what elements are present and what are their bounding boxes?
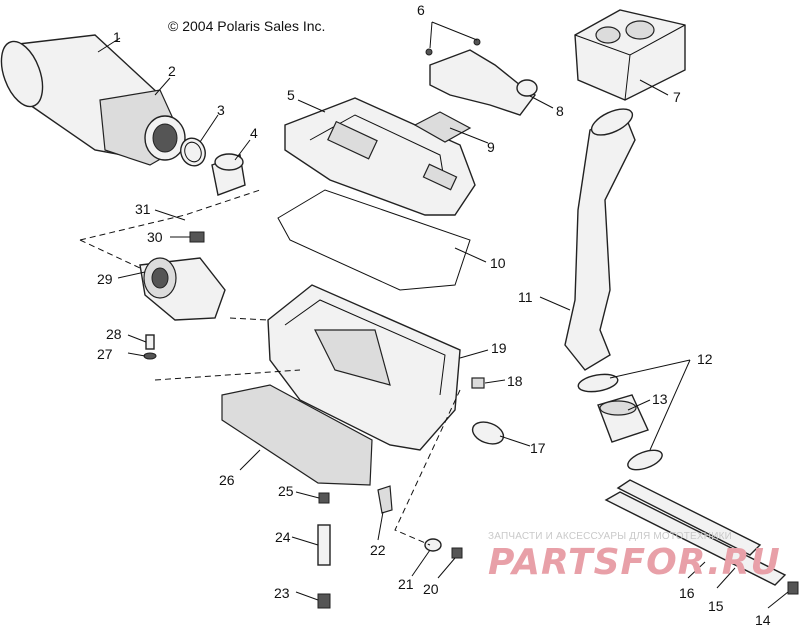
callout-10: 10 bbox=[490, 255, 506, 271]
part-fitting-14 bbox=[787, 581, 799, 595]
part-air-filter bbox=[99, 89, 186, 166]
callout-6: 6 bbox=[417, 2, 425, 18]
callout-9: 9 bbox=[487, 139, 495, 155]
part-gasket-10 bbox=[277, 189, 471, 291]
callout-11: 11 bbox=[518, 289, 533, 305]
callout-30: 30 bbox=[147, 229, 163, 245]
callout-20: 20 bbox=[423, 581, 439, 597]
part-clamps-12 bbox=[577, 373, 663, 471]
callout-4: 4 bbox=[250, 125, 258, 141]
callout-14: 14 bbox=[755, 612, 771, 628]
part-boot-13 bbox=[597, 394, 649, 443]
callout-18: 18 bbox=[507, 373, 523, 389]
part-throttle-body-29 bbox=[139, 257, 226, 321]
watermark-logo: PARTSFOR.RU bbox=[488, 542, 781, 583]
part-screws-6 bbox=[425, 38, 481, 56]
callout-31: 31 bbox=[135, 201, 151, 217]
callout-25: 25 bbox=[278, 483, 294, 499]
part-bracket-22 bbox=[377, 485, 393, 514]
callout-24: 24 bbox=[275, 529, 291, 545]
part-cover-7 bbox=[574, 9, 686, 101]
part-pad-26 bbox=[221, 384, 373, 486]
callout-8: 8 bbox=[556, 103, 564, 119]
part-bolt-23 bbox=[317, 593, 331, 609]
part-clip-18 bbox=[471, 377, 485, 389]
callout-29: 29 bbox=[97, 271, 113, 287]
part-post-24 bbox=[317, 524, 331, 566]
callout-15: 15 bbox=[708, 598, 724, 614]
part-sensor-30 bbox=[189, 231, 205, 243]
callout-23: 23 bbox=[274, 585, 290, 601]
part-clamp-17 bbox=[471, 421, 505, 445]
callout-13: 13 bbox=[652, 391, 668, 407]
callout-5: 5 bbox=[287, 87, 295, 103]
callout-22: 22 bbox=[370, 542, 386, 558]
watermark-tagline: ЗАПЧАСТИ И АКСЕССУАРЫ ДЛЯ МОТОТЕХНИКИ bbox=[488, 531, 733, 542]
part-screw-washer-27-28 bbox=[143, 334, 157, 360]
callout-27: 27 bbox=[97, 346, 113, 362]
part-intake-duct-8 bbox=[429, 49, 538, 116]
callout-12: 12 bbox=[697, 351, 713, 367]
part-hose-11 bbox=[564, 108, 636, 371]
part-tubes-15-16 bbox=[604, 479, 787, 586]
callout-16: 16 bbox=[679, 585, 695, 601]
part-nut-25 bbox=[318, 492, 330, 504]
callout-19: 19 bbox=[491, 340, 507, 356]
callout-2: 2 bbox=[168, 63, 176, 79]
part-plate-9 bbox=[413, 111, 472, 143]
part-coupler-4 bbox=[211, 153, 246, 196]
callout-1: 1 bbox=[113, 29, 121, 45]
part-clamp-3 bbox=[180, 137, 206, 167]
part-cap-20 bbox=[451, 547, 463, 559]
part-plug-21 bbox=[424, 538, 442, 552]
copyright-text: © 2004 Polaris Sales Inc. bbox=[168, 18, 326, 34]
callout-28: 28 bbox=[106, 326, 122, 342]
part-airbox-19 bbox=[267, 284, 461, 451]
callout-7: 7 bbox=[673, 89, 681, 105]
callout-3: 3 bbox=[217, 102, 225, 118]
part-airbox-lid bbox=[284, 97, 476, 216]
leader-lines bbox=[79, 21, 789, 609]
callout-17: 17 bbox=[530, 440, 546, 456]
callout-26: 26 bbox=[219, 472, 235, 488]
callout-21: 21 bbox=[398, 576, 414, 592]
